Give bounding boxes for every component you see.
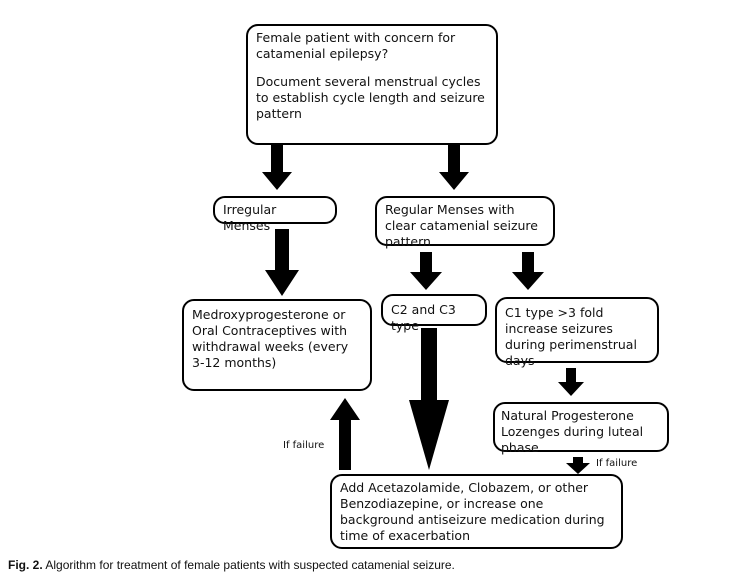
node-add-medication-label: Add Acetazolamide, Clobazem, or other Be… xyxy=(340,480,605,543)
figure-caption-text: Algorithm for treatment of female patien… xyxy=(45,558,455,572)
node-irregular-menses-label: Irregular Menses xyxy=(223,202,277,233)
node-c1-type: C1 type >3 fold increase seizures during… xyxy=(495,297,659,368)
figure-caption: Fig. 2. Algorithm for treatment of femal… xyxy=(8,558,455,572)
node-medroxyprogesterone: Medroxyprogesterone or Oral Contraceptiv… xyxy=(182,299,372,391)
node-c2-c3-type-label: C2 and C3 type xyxy=(391,302,456,333)
arrow-start-to-irregular xyxy=(262,145,292,190)
node-irregular-menses: Irregular Menses xyxy=(213,196,337,233)
node-start-instruction: Document several menstrual cycles to est… xyxy=(256,74,485,121)
node-start: Female patient with concern for catameni… xyxy=(246,24,498,145)
node-regular-menses: Regular Menses with clear catamenial sei… xyxy=(375,196,555,249)
arrow-c2c3-to-add xyxy=(409,328,449,470)
label-if-failure-left: If failure xyxy=(283,440,325,451)
figure-caption-prefix: Fig. 2. xyxy=(8,558,43,572)
arrow-add-to-medroxy xyxy=(330,398,360,470)
arrow-regular-to-c2c3 xyxy=(410,252,442,290)
arrow-c1-to-progesterone xyxy=(558,368,584,396)
node-c1-type-label: C1 type >3 fold increase seizures during… xyxy=(505,305,637,368)
arrow-start-to-regular xyxy=(439,145,469,190)
node-c2-c3-type: C2 and C3 type xyxy=(381,294,487,333)
node-start-question: Female patient with concern for catameni… xyxy=(256,30,456,61)
arrow-progesterone-to-add xyxy=(566,457,590,474)
node-medroxyprogesterone-label: Medroxyprogesterone or Oral Contraceptiv… xyxy=(192,307,349,370)
node-regular-menses-label: Regular Menses with clear catamenial sei… xyxy=(385,202,538,249)
arrow-irregular-to-medroxy xyxy=(265,229,299,296)
node-progesterone-lozenges: Natural Progesterone Lozenges during lut… xyxy=(493,402,669,455)
node-add-medication: Add Acetazolamide, Clobazem, or other Be… xyxy=(330,474,623,549)
arrow-regular-to-c1 xyxy=(512,252,544,290)
node-progesterone-lozenges-label: Natural Progesterone Lozenges during lut… xyxy=(501,408,644,455)
label-if-failure-right: If failure xyxy=(596,458,638,469)
